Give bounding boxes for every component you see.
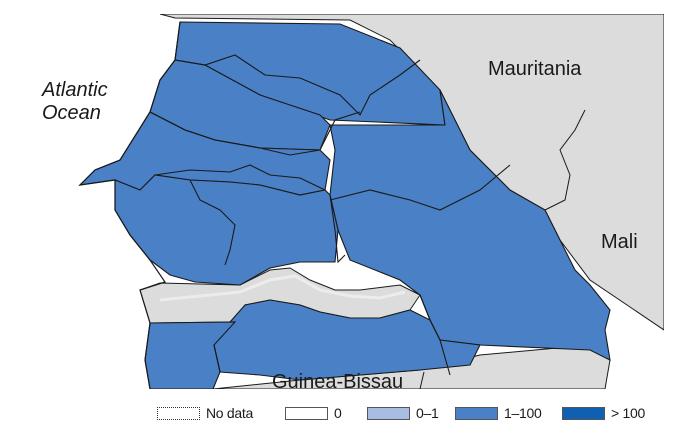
- region-borders: [149, 54, 511, 376]
- legend: No data 0 0–1 1–100 > 100: [157, 403, 667, 423]
- legend-label-1-100: 1–100: [504, 405, 542, 421]
- legend-item-0-1: 0–1: [367, 403, 439, 423]
- legend-item-1-100: 1–100: [455, 403, 542, 423]
- legend-swatch-no-data: [157, 406, 200, 420]
- legend-label-over-100: > 100: [611, 405, 645, 421]
- gambia-river: [159, 274, 406, 302]
- legend-item-zero: 0: [285, 403, 342, 423]
- legend-swatch-over-100: [562, 406, 605, 420]
- legend-item-over-100: > 100: [562, 403, 645, 423]
- legend-label-no-data: No data: [206, 405, 253, 421]
- ocean-label-line1: Atlantic: [41, 79, 108, 101]
- map-frame: Atlantic Ocean Mauritania Mali Guinea-Bi…: [13, 14, 664, 389]
- coastline: [78, 21, 181, 389]
- legend-label-0-1: 0–1: [416, 405, 439, 421]
- choropleth-map: Atlantic Ocean Mauritania Mali Guinea-Bi…: [41, 14, 664, 389]
- legend-label-zero: 0: [334, 405, 342, 421]
- legend-swatch-0-1: [367, 406, 410, 420]
- mali-border: [544, 109, 586, 211]
- legend-item-no-data: No data: [157, 403, 253, 423]
- legend-swatch-zero: [285, 406, 328, 420]
- mali-label: Mali: [601, 231, 638, 253]
- guinea-bissau-label: Guinea-Bissau: [272, 371, 403, 389]
- mauritania-label: Mauritania: [488, 58, 582, 80]
- ocean-label-line2: Ocean: [42, 102, 101, 124]
- legend-swatch-1-100: [455, 406, 498, 420]
- guinea-bissau-border: [419, 371, 425, 389]
